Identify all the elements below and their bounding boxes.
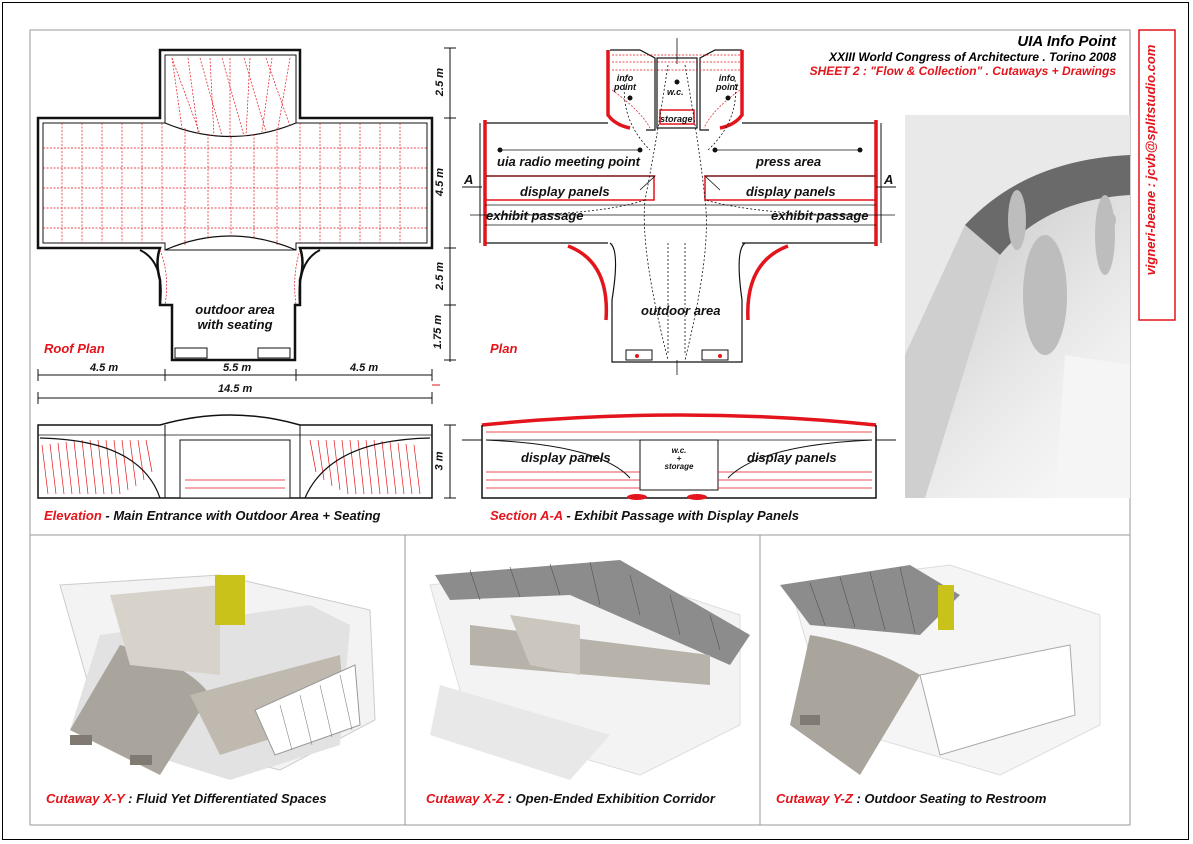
plan-section-mark-right: A <box>884 172 894 187</box>
dim-h-2: 5.5 m <box>223 362 252 374</box>
roof-note-line1: outdoor area <box>195 302 275 317</box>
cutaway-xz-caption: Cutaway X-Z : Open-Ended Exhibition Corr… <box>426 791 715 806</box>
cutaway-yz-caption-red: Cutaway Y-Z <box>776 791 853 806</box>
section-caption-red: Section A-A <box>490 508 563 523</box>
cutaway-xy-caption-rest: : Fluid Yet Differentiated Spaces <box>124 791 327 806</box>
plan-info-point-left: info point <box>614 73 636 92</box>
plan-display-right: display panels <box>746 184 836 199</box>
perspective-render <box>905 115 1130 498</box>
dim-v-1: 2.5 m <box>434 67 447 97</box>
cutaway-yz-caption-rest: : Outdoor Seating to Restroom <box>852 791 1047 806</box>
credit-strip-frame <box>1138 29 1176 321</box>
section-wc: w.c. <box>671 446 687 455</box>
dim-total: 14.5 m <box>218 383 253 395</box>
title-block: UIA Info Point XXIII World Congress of A… <box>810 33 1116 78</box>
floor-plan-drawing <box>462 38 896 375</box>
cutaway-yz-render <box>780 564 1101 776</box>
cutaway-xy-caption: Cutaway X-Y : Fluid Yet Differentiated S… <box>46 791 327 806</box>
dim-h-3: 4.5 m <box>350 362 379 374</box>
plan-passage-left: exhibit passage <box>486 208 584 223</box>
plan-press: press area <box>756 154 822 169</box>
section-caption-rest: - Exhibit Passage with Display Panels <box>562 508 799 523</box>
cutaway-xy-render <box>59 574 376 780</box>
title-subtitle: XXIII World Congress of Architecture . T… <box>829 50 1116 64</box>
roof-plan-label: Roof Plan <box>44 341 105 356</box>
elevation-dim: 3 m <box>433 451 446 471</box>
section-display-left: display panels <box>521 450 611 465</box>
elevation-drawing <box>37 414 456 499</box>
dim-v-4: 1.75 m <box>432 314 445 350</box>
dim-v-3: 2.5 m <box>434 261 447 291</box>
elevation-caption: Elevation - Main Entrance with Outdoor A… <box>44 508 381 523</box>
plan-label: Plan <box>490 341 518 356</box>
plan-outdoor: outdoor area <box>641 303 721 318</box>
plan-section-mark-left: A <box>464 172 474 187</box>
section-plus: + <box>676 454 682 463</box>
plan-storage: storage <box>660 114 693 124</box>
roof-plan-note: outdoor area with seating <box>190 302 280 332</box>
section-drawing <box>462 413 896 500</box>
roof-plan-drawing <box>36 47 456 404</box>
plan-meeting: uia radio meeting point <box>497 154 641 169</box>
elevation-caption-red: Elevation <box>44 508 102 523</box>
dim-v-2: 4.5 m <box>434 167 447 197</box>
plan-passage-right: exhibit passage <box>771 208 869 223</box>
title-sheet: SHEET 2 : "Flow & Collection" . Cutaways… <box>809 64 1116 78</box>
lower-panel-frame <box>29 534 1131 826</box>
plan-info-point-right: info point <box>716 73 738 92</box>
elevation-caption-rest: - Main Entrance with Outdoor Area + Seat… <box>101 508 381 523</box>
cutaway-yz-caption: Cutaway Y-Z : Outdoor Seating to Restroo… <box>776 791 1046 806</box>
section-wc-storage: w.c. + storage <box>662 447 696 471</box>
section-caption: Section A-A - Exhibit Passage with Displ… <box>490 508 799 523</box>
section-storage: storage <box>664 462 694 471</box>
plan-wc: w.c. <box>667 87 684 97</box>
credit-text: vigneri-beane : jcvb@splitstudio.com <box>1143 44 1158 276</box>
cutaway-xz-caption-rest: : Open-Ended Exhibition Corridor <box>504 791 715 806</box>
cutaway-xy-caption-red: Cutaway X-Y <box>46 791 125 806</box>
section-display-right: display panels <box>747 450 837 465</box>
cutaway-xz-render <box>429 560 750 780</box>
plan-display-left: display panels <box>520 184 610 199</box>
roof-note-line2: with seating <box>197 317 273 332</box>
dim-h-1: 4.5 m <box>90 362 119 374</box>
title-main: UIA Info Point <box>1017 33 1116 50</box>
cutaway-xz-caption-red: Cutaway X-Z <box>426 791 505 806</box>
